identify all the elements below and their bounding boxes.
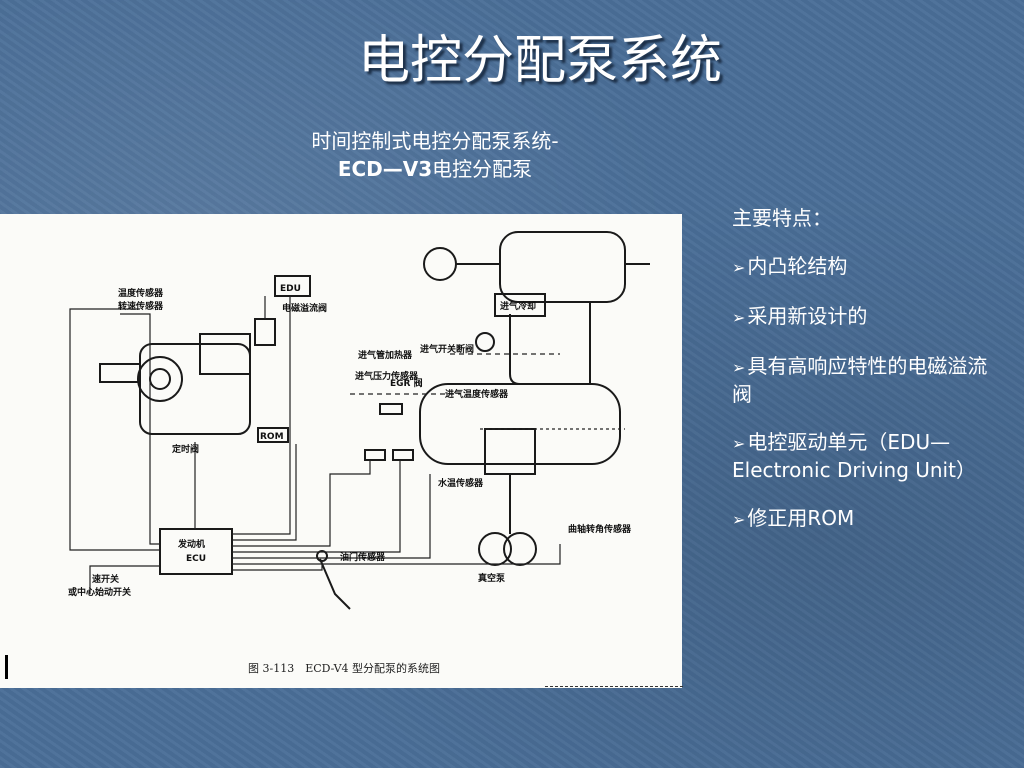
arrow-bullet-icon: ➢ bbox=[732, 308, 746, 327]
feature-item: ➢修正用ROM bbox=[732, 505, 1002, 533]
pump-cam-center bbox=[149, 368, 171, 390]
wire-ecu-throttle bbox=[232, 561, 323, 571]
features-panel: 主要特点： ➢内凸轮结构 ➢采用新设计的 ➢具有高响应特性的电磁溢流阀 ➢电控驱… bbox=[732, 205, 1002, 555]
system-diagram-figure: 温度传感器 转速传感器 EDU 电磁溢流阀 定时阀 ROM 进气冷却 进气管加热… bbox=[0, 214, 682, 688]
label-throttle-sensor: 油门传感器 bbox=[340, 551, 386, 563]
wire-ecu-rom bbox=[232, 444, 297, 541]
feature-text: 采用新设计的 bbox=[747, 304, 868, 328]
wire-ecu-vsv3 bbox=[232, 460, 401, 553]
pump-head bbox=[199, 333, 251, 375]
label-intake-temp: 进气温度传感器 bbox=[445, 388, 509, 400]
wire-ecu-edu bbox=[232, 296, 291, 535]
feature-item: ➢采用新设计的 bbox=[732, 303, 1002, 331]
feature-text: 内凸轮结构 bbox=[747, 254, 848, 278]
label-intake-switch: 进气开关断阀 bbox=[420, 343, 474, 355]
intake-pipe bbox=[509, 314, 560, 385]
wire-ecu-vsv bbox=[232, 460, 371, 547]
subtitle-model: ECD—V3 bbox=[337, 157, 433, 181]
wire-ecu-temp bbox=[120, 313, 160, 545]
label-temp-sensor: 温度传感器 bbox=[118, 287, 164, 299]
edu-box bbox=[274, 275, 311, 297]
vsv-1 bbox=[379, 403, 403, 415]
arrow-bullet-icon: ➢ bbox=[732, 434, 746, 453]
rom-box bbox=[257, 427, 289, 443]
label-timing-valve: 定时阀 bbox=[171, 443, 199, 455]
feature-text: 电控驱动单元（EDU—Electronic Driving Unit） bbox=[732, 430, 976, 482]
vsv-3 bbox=[392, 449, 414, 461]
feature-item: ➢具有高响应特性的电磁溢流阀 bbox=[732, 353, 1002, 407]
label-vacuum-pump: 真空泵 bbox=[478, 572, 506, 584]
label-water-temp: 水温传感器 bbox=[438, 477, 484, 489]
engine-exhaust-manifold bbox=[499, 231, 626, 303]
label-intake-cooler: 进气冷却 bbox=[500, 300, 536, 312]
features-heading: 主要特点： bbox=[732, 206, 832, 230]
arrow-bullet-icon: ➢ bbox=[732, 258, 746, 277]
label-speed-switch-1: 速开关 bbox=[92, 573, 119, 585]
label-intake-pressure: 进气压力传感器 bbox=[355, 370, 419, 382]
slide-title: 电控分配泵系统 bbox=[357, 31, 722, 91]
features-list: ➢内凸轮结构 ➢采用新设计的 ➢具有高响应特性的电磁溢流阀 ➢电控驱动单元（ED… bbox=[732, 253, 1002, 533]
engine-cylinder bbox=[484, 428, 536, 475]
arrow-bullet-icon: ➢ bbox=[732, 510, 746, 529]
label-intake-heater: 进气管加热器 bbox=[358, 349, 413, 361]
vacuum-pump bbox=[478, 532, 512, 566]
subtitle-line-2: ECD—V3电控分配泵 bbox=[245, 155, 625, 183]
label-solenoid: 电磁溢流阀 bbox=[282, 302, 327, 314]
subtitle-line-1: 时间控制式电控分配泵系统- bbox=[311, 129, 559, 153]
pump-cam bbox=[137, 356, 183, 402]
feature-text: 具有高响应特性的电磁溢流阀 bbox=[732, 354, 988, 406]
wire-ecu-crank bbox=[232, 544, 561, 565]
wire-ecu-speed bbox=[69, 308, 160, 551]
figure-caption: 图 3-113 ECD-V4 型分配泵的系统图 bbox=[248, 662, 441, 675]
label-crank-sensor: 曲轴转角传感器 bbox=[568, 523, 632, 535]
pump-shaft bbox=[99, 363, 141, 383]
text-cursor-bar bbox=[5, 655, 8, 679]
subtitle-model-suffix: 电控分配泵 bbox=[432, 157, 533, 181]
slide-subtitle: 时间控制式电控分配泵系统- ECD—V3电控分配泵 bbox=[245, 127, 625, 183]
label-egr: EGR 阀 bbox=[390, 377, 423, 389]
feature-item: ➢内凸轮结构 bbox=[732, 253, 1002, 281]
label-speed-sensor: 转速传感器 bbox=[118, 300, 164, 312]
intake-cooler-box bbox=[494, 293, 546, 317]
label-edu: EDU bbox=[280, 284, 301, 294]
feature-text: 修正用ROM bbox=[747, 506, 855, 530]
vsv-2 bbox=[364, 449, 386, 461]
throttle-pedal bbox=[319, 558, 351, 610]
turbo bbox=[423, 247, 457, 281]
feature-item: ➢电控驱动单元（EDU—Electronic Driving Unit） bbox=[732, 429, 1002, 483]
solenoid-box bbox=[254, 318, 276, 346]
label-rom: ROM bbox=[260, 432, 284, 442]
wire-ecu-switch bbox=[89, 565, 160, 594]
arrow-bullet-icon: ➢ bbox=[732, 358, 746, 377]
system-diagram: 温度传感器 转速传感器 EDU 电磁溢流阀 定时阀 ROM 进气冷却 进气管加热… bbox=[68, 231, 650, 610]
wire-ecu-water bbox=[232, 474, 431, 559]
label-engine-ecu-2: ECU bbox=[186, 554, 206, 564]
label-engine-ecu-1: 发动机 bbox=[177, 538, 205, 550]
vacuum-pump-2 bbox=[503, 532, 537, 566]
dashed-divider bbox=[545, 686, 683, 687]
intake-valve bbox=[475, 332, 495, 352]
label-speed-switch-2: 或中心始动开关 bbox=[68, 586, 131, 598]
ecu-box bbox=[159, 528, 233, 575]
